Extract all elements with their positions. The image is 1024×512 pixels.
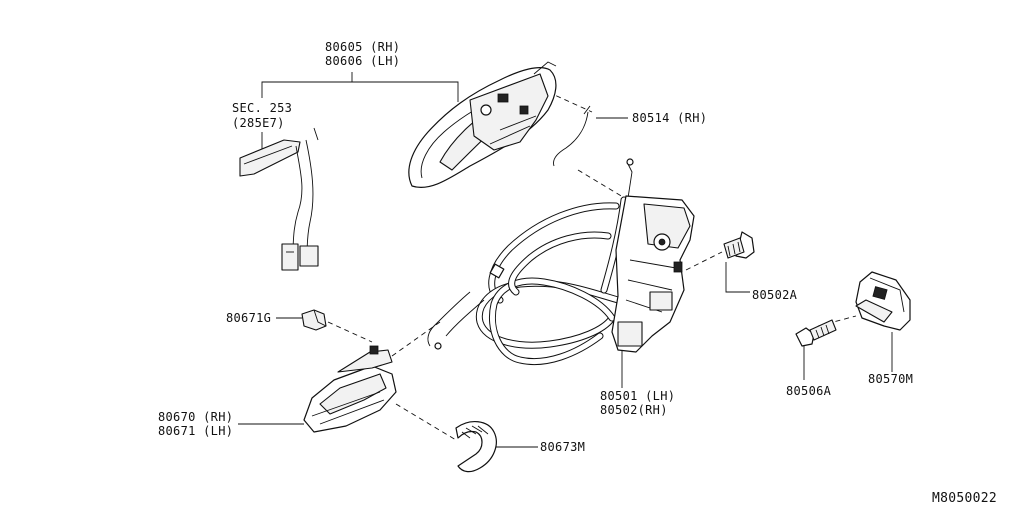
harness-connector-2 [299, 245, 319, 267]
harness-clip [313, 127, 319, 141]
leader-lines [238, 72, 893, 448]
inside-handle-lines [311, 391, 385, 425]
striker-hole [872, 286, 888, 300]
key-switch-harness [239, 127, 319, 271]
inside-handle-mech [337, 349, 393, 373]
cable-end-ball [434, 342, 442, 350]
mech-detail-1 [497, 93, 509, 103]
inner-cable-end-2 [445, 299, 485, 337]
dash-screw-a [685, 251, 723, 271]
label-escutcheon: 80673M [540, 440, 586, 454]
screw-80502a [723, 231, 755, 259]
screw-80506a [795, 319, 837, 347]
label-outer-handle-rh: 80605 (RH) [325, 40, 401, 54]
screw-b-shank [809, 319, 837, 341]
cables [427, 158, 634, 366]
cable-clip [489, 263, 505, 279]
outside-rod [553, 105, 591, 167]
inside-handle-lever [319, 373, 387, 415]
lock-connector [617, 321, 643, 347]
dash-escutcheon [395, 403, 457, 441]
lock-latch [649, 291, 673, 311]
label-figure-code: M8050022 [932, 491, 998, 506]
label-rod-rh: 80514 (RH) [632, 111, 708, 125]
bushing-body [301, 309, 327, 331]
screw-b-head [795, 327, 815, 347]
escutcheon-body [455, 421, 497, 473]
key-switch-edge [243, 145, 293, 165]
label-sec-ref: SEC. 253 [232, 101, 293, 115]
striker-80570m [855, 271, 911, 331]
mech-tab [533, 61, 557, 75]
label-sec-ref-code: (285E7) [232, 116, 285, 130]
inside-mech-detail [369, 345, 379, 355]
rod-hook [583, 105, 591, 115]
outer-handle [408, 61, 557, 188]
leader-outer-handle [261, 81, 459, 102]
screw-b-thread [815, 324, 830, 339]
door-lock-actuator [611, 195, 695, 353]
label-striker: 80570M [868, 372, 914, 386]
alignment-lines [327, 91, 857, 441]
escutcheon-80673m [455, 421, 497, 473]
key-switch-body [239, 139, 301, 177]
inner-cable-end-1 [427, 291, 471, 347]
label-lock-lh: 80501 (LH) [600, 389, 676, 403]
lock-detail [673, 261, 683, 273]
label-outer-handle-lh: 80606 (LH) [325, 54, 401, 68]
mech-lines [489, 115, 537, 145]
harness-connector-1 [281, 243, 299, 271]
leader-screw-a [725, 262, 750, 293]
lock-rod-eye [626, 158, 634, 166]
rod-shape [553, 111, 589, 167]
dash-rod-lock [577, 169, 629, 201]
striker-edge [869, 277, 905, 313]
label-inner-handle-lh: 80671 (LH) [158, 424, 234, 438]
label-screw-a: 80502A [752, 288, 798, 302]
mech-detail-2 [519, 105, 529, 115]
striker-loop [855, 299, 893, 323]
bushing-80671g [301, 309, 327, 331]
dash-bushing [327, 321, 373, 343]
outer-handle-mechanism [469, 73, 549, 151]
label-inner-handle-rh: 80670 (RH) [158, 410, 234, 424]
screw-a-thread [727, 241, 741, 257]
dash-striker [817, 315, 857, 327]
striker-plate [855, 271, 911, 331]
inside-handle [303, 345, 397, 433]
lock-rod-top [627, 163, 633, 199]
label-lock-rh: 80502(RH) [600, 403, 668, 417]
harness-wire-2 [305, 139, 314, 263]
label-bushing: 80671G [226, 311, 272, 325]
dash-handle-rod [547, 91, 593, 113]
mech-pivot [480, 104, 492, 116]
label-screw-b: 80506A [786, 384, 832, 398]
escutcheon-ribs [461, 425, 489, 439]
